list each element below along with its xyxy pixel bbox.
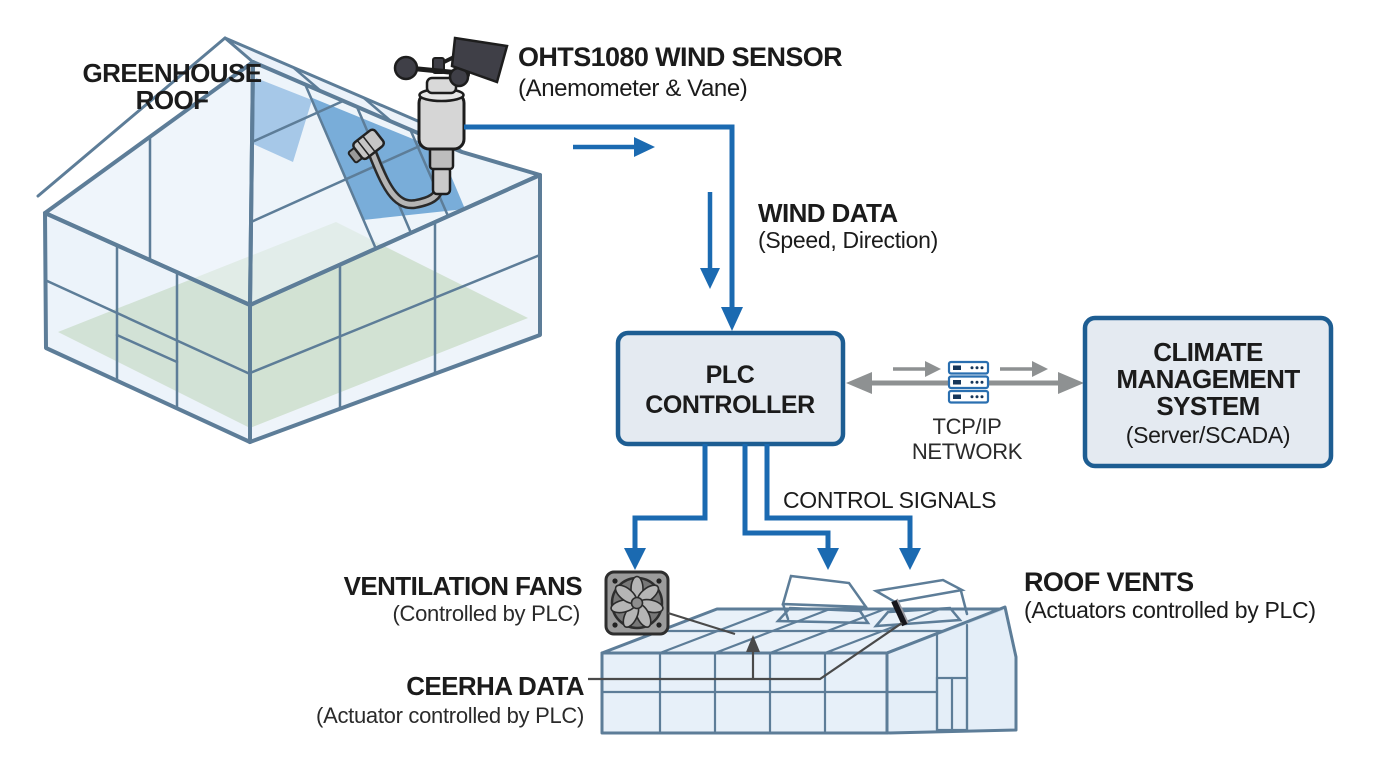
ventilation-fans-label-title: VENTILATION FANS — [344, 571, 583, 601]
roof-structure-illustration — [600, 574, 1018, 735]
ceerha-label-title: CEERHA DATA — [406, 671, 585, 701]
tcpip-label-line1: TCP/IP — [932, 414, 1001, 439]
fan-icon — [604, 570, 670, 636]
roof-vents-label-subtitle: (Actuators controlled by PLC) — [1024, 597, 1316, 623]
greenhouse-far-slope — [225, 38, 462, 152]
greenhouse-illustration — [36, 36, 542, 444]
climate-management-box: CLIMATE MANAGEMENT SYSTEM (Server/SCADA) — [1082, 315, 1334, 469]
wind-data-route — [464, 124, 743, 331]
control-line-vent1 — [742, 444, 831, 550]
plc-label-line2: CONTROLLER — [645, 391, 815, 419]
vent2-flap — [872, 578, 966, 604]
vent2-opening — [873, 606, 963, 628]
control-signal-routes — [624, 444, 921, 570]
roof-gable-end — [887, 607, 1016, 733]
vane-fin — [450, 36, 509, 84]
wind-sensor-label-title: OHTS1080 WIND SENSOR — [518, 42, 842, 72]
control-line-fan — [632, 444, 708, 550]
wind-data-label-subtitle: (Speed, Direction) — [758, 227, 938, 253]
control-signals-label: CONTROL SIGNALS — [783, 487, 996, 513]
roof-panel-highlight-light — [250, 78, 312, 162]
climate-label-line2: MANAGEMENT — [1116, 364, 1300, 394]
greenhouse-right-wall — [250, 175, 540, 442]
climate-label-line4: (Server/SCADA) — [1126, 422, 1291, 448]
wind-sensor-label-subtitle: (Anemometer & Vane) — [518, 75, 747, 102]
control-line-vent2 — [764, 444, 913, 550]
wind-data-line — [464, 124, 735, 309]
fan-blades — [610, 575, 664, 628]
wind-sensor-icon — [347, 36, 509, 210]
wind-data-arrowhead — [721, 307, 743, 331]
climate-label-line3: SYSTEM — [1156, 391, 1259, 421]
ceerha-label-subtitle: (Actuator controlled by PLC) — [316, 703, 584, 728]
ceerha-leader-line — [588, 622, 903, 681]
climate-label-line1: CLIMATE — [1153, 337, 1263, 367]
ventilation-fans-label-subtitle: (Controlled by PLC) — [393, 601, 581, 626]
roof-vents-label-title: ROOF VENTS — [1024, 567, 1194, 597]
greenhouse-roof-label-line1: GREENHOUSE — [83, 58, 262, 88]
plc-controller-box: PLC CONTROLLER — [615, 330, 846, 447]
wind-data-label-title: WIND DATA — [758, 198, 898, 228]
tcpip-link: TCP/IP NETWORK — [846, 360, 1084, 464]
server-stack-icon — [947, 360, 990, 404]
greenhouse-roof-label-line2: ROOF — [136, 85, 209, 115]
roof-vent-2-icon — [872, 578, 969, 628]
plc-label-line1: PLC — [706, 361, 755, 389]
vent2-prop-rod — [891, 599, 908, 627]
labels-layer: GREENHOUSE ROOF OHTS1080 WIND SENSOR (An… — [83, 42, 1316, 728]
tcpip-label-line2: NETWORK — [912, 439, 1023, 464]
sensor-stem — [431, 165, 452, 196]
sensor-cable-connector — [347, 128, 385, 164]
roof-panel-highlight-dark — [310, 97, 465, 220]
vent1-flap — [781, 574, 869, 609]
network-arrowhead-right — [1058, 372, 1084, 394]
network-arrowhead-left — [846, 372, 872, 394]
fan-leader-line — [667, 611, 736, 636]
roof-vent-1-icon — [775, 574, 871, 625]
anemometer-cup-left — [393, 55, 419, 81]
leader-lines — [588, 611, 903, 681]
